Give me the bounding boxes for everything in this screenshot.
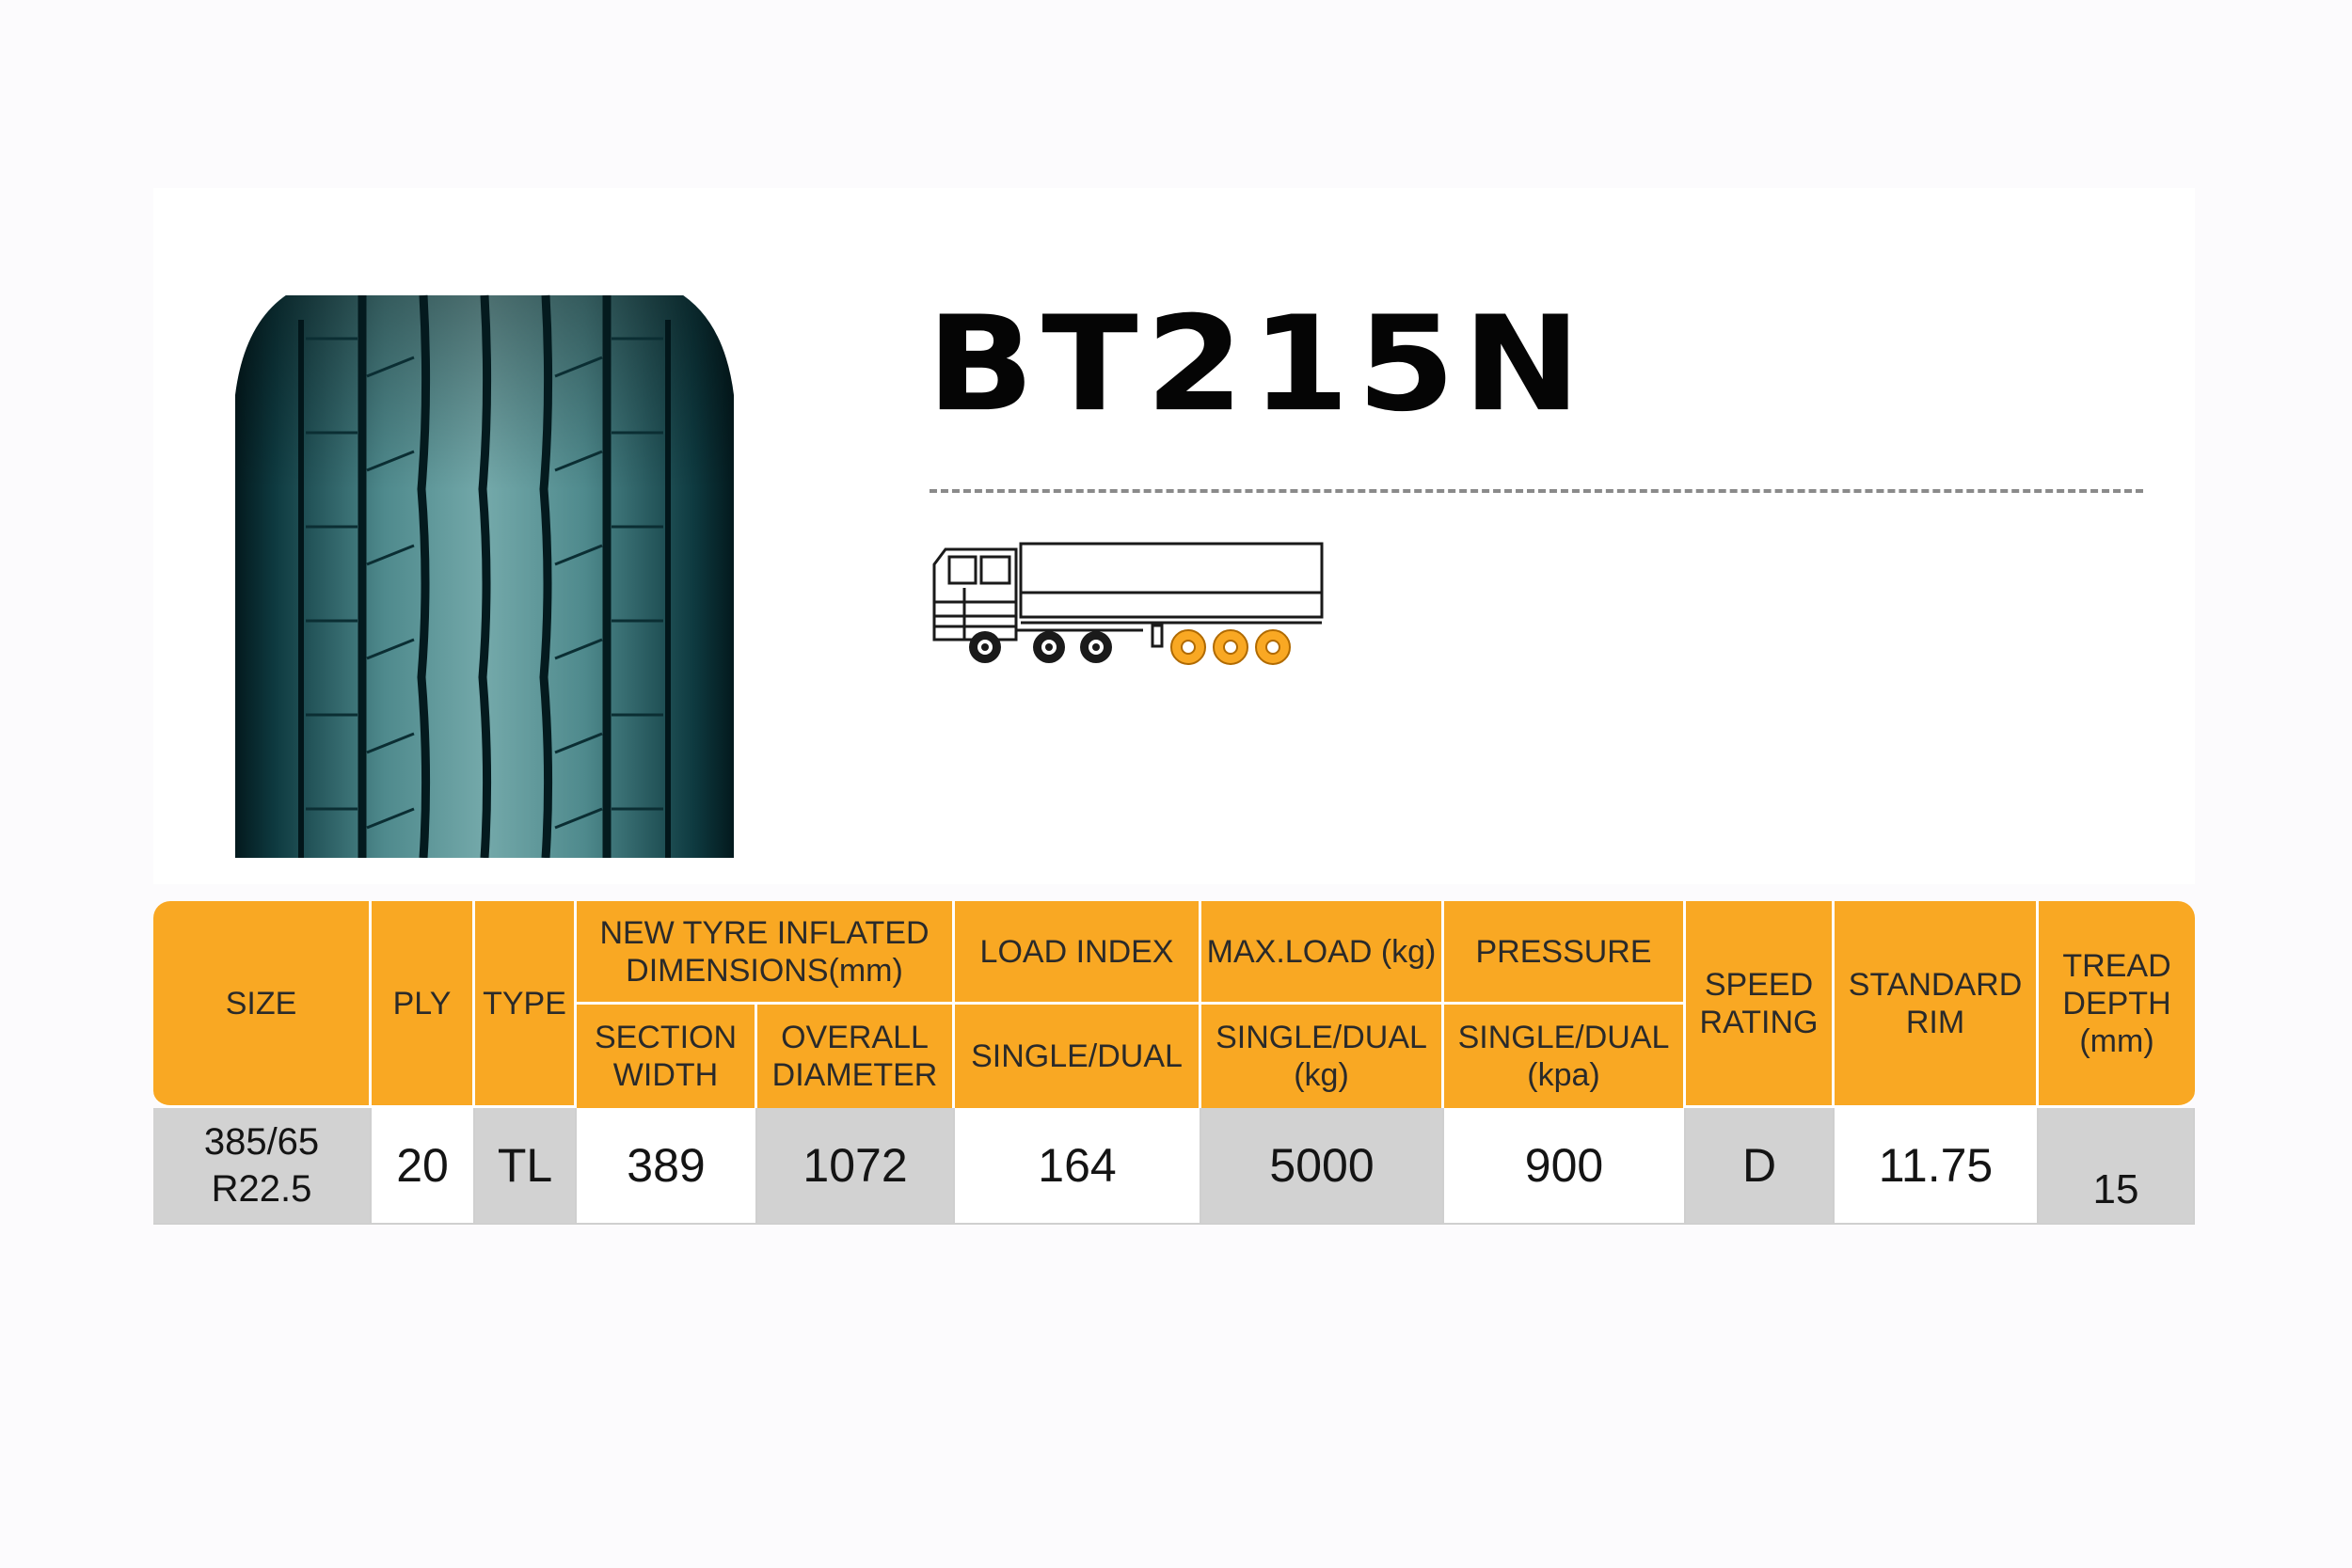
header-pressure: PRESSURE: [1444, 901, 1687, 1005]
cell-ply: 20: [372, 1108, 475, 1225]
header-dimensions: NEW TYRE INFLATED DIMENSIONS(mm): [577, 901, 956, 1005]
model-title: BT215N: [927, 288, 1589, 441]
header-pressure-sub: SINGLE/DUAL (kpa): [1444, 1005, 1687, 1108]
cell-speed-rating: D: [1686, 1108, 1836, 1225]
header-size: SIZE: [153, 901, 372, 1108]
divider: [930, 489, 2143, 493]
header-standard-rim: STANDARD RIM: [1835, 901, 2040, 1108]
cell-size: 385/65 R22.5: [153, 1108, 372, 1225]
header-ply: PLY: [372, 901, 475, 1108]
header-load-index-sub: SINGLE/DUAL: [955, 1005, 1202, 1108]
truck-trailer-icon: [932, 542, 1324, 665]
header-section-width: SECTION WIDTH: [577, 1005, 757, 1108]
header-max-load: MAX.LOAD (kg): [1201, 901, 1445, 1005]
cell-overall-diameter: 1072: [757, 1108, 956, 1225]
header-overall-diameter: OVERALL DIAMETER: [757, 1005, 956, 1108]
cell-size-line2: R22.5: [211, 1168, 312, 1210]
table-row: 385/65 R22.5 20 TL 389 1072 164 5000 900…: [153, 1108, 2196, 1225]
cell-tread-depth: 15: [2039, 1108, 2196, 1225]
tire-tread-icon: [235, 282, 734, 858]
header-speed-rating: SPEED RATING: [1686, 901, 1836, 1108]
cell-section-width: 389: [577, 1108, 757, 1225]
header-type: TYPE: [475, 901, 577, 1108]
cell-size-line1: 385/65: [203, 1121, 320, 1163]
spec-table: SIZE PLY TYPE NEW TYRE INFLATED DIMENSIO…: [153, 901, 2196, 1225]
cell-type: TL: [475, 1108, 577, 1225]
header-max-load-sub: SINGLE/DUAL (kg): [1201, 1005, 1445, 1108]
cell-pressure: 900: [1444, 1108, 1687, 1225]
header-load-index: LOAD INDEX: [955, 901, 1202, 1005]
header-tread-depth: TREAD DEPTH (mm): [2039, 901, 2196, 1108]
cell-standard-rim: 11.75: [1835, 1108, 2040, 1225]
cell-load-index: 164: [955, 1108, 1202, 1225]
cell-max-load: 5000: [1201, 1108, 1445, 1225]
